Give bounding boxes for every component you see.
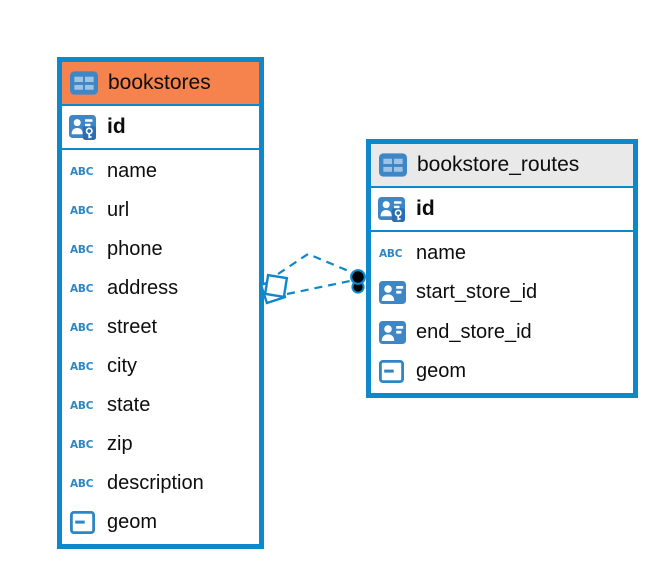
column-name: name [416, 242, 467, 265]
column-name: name [107, 160, 158, 182]
primary-key-icon [69, 114, 97, 140]
relationship-line-0[interactable] [277, 252, 352, 275]
column-row-address[interactable]: ABC address [62, 269, 259, 308]
column-name: zip [107, 433, 133, 455]
geometry-type-icon [70, 511, 98, 534]
column-name: geom [107, 511, 158, 533]
key-column-row-id[interactable]: id [371, 188, 633, 232]
column-row-geom[interactable]: geom [371, 352, 633, 391]
column-row-geom[interactable]: geom [62, 503, 259, 542]
table-icon [379, 153, 407, 177]
table-icon [70, 71, 98, 95]
text-type-icon: ABC [70, 321, 94, 334]
column-name: address [107, 277, 179, 299]
column-row-url[interactable]: ABC url [62, 191, 259, 230]
column-row-start_store_id[interactable]: start_store_id [371, 273, 633, 312]
text-type-icon: ABC [70, 282, 94, 295]
column-row-phone[interactable]: ABC phone [62, 230, 259, 269]
text-type-icon: ABC [70, 360, 94, 373]
relationship-line-1[interactable] [286, 279, 351, 296]
table-title: bookstore_routes [417, 153, 580, 176]
table-title: bookstores [108, 71, 211, 94]
primary-key-icon [378, 196, 406, 222]
column-name: end_store_id [416, 320, 532, 343]
column-row-zip[interactable]: ABC zip [62, 425, 259, 464]
text-type-icon: ABC [70, 204, 94, 217]
table-header-bookstores[interactable]: bookstores [62, 62, 259, 106]
relationship-circle-marker [350, 269, 366, 285]
column-row-city[interactable]: ABC city [62, 347, 259, 386]
column-row-street[interactable]: ABC street [62, 308, 259, 347]
text-type-icon: ABC [70, 399, 94, 412]
text-type-icon: ABC [70, 438, 94, 451]
column-name: street [107, 316, 158, 338]
foreign-key-icon [379, 320, 407, 344]
column-row-state[interactable]: ABC state [62, 386, 259, 425]
column-name: city [107, 355, 137, 377]
column-name: description [107, 472, 204, 494]
column-row-end_store_id[interactable]: end_store_id [371, 313, 633, 352]
column-name: url [107, 199, 130, 221]
column-name: id [416, 197, 435, 220]
table-header-bookstore_routes[interactable]: bookstore_routes [371, 144, 633, 188]
geometry-type-icon [379, 359, 407, 383]
text-type-icon: ABC [70, 243, 94, 256]
foreign-key-icon [379, 281, 407, 305]
column-name: state [107, 394, 151, 416]
text-type-icon: ABC [70, 165, 94, 178]
text-type-icon: ABC [70, 477, 94, 490]
relationship-diamond-marker [263, 273, 289, 299]
text-type-icon: ABC [379, 247, 403, 260]
column-row-description[interactable]: ABC description [62, 464, 259, 503]
relationship-diamond-marker [259, 277, 287, 305]
column-name: start_store_id [416, 281, 538, 304]
column-row-name[interactable]: ABC name [62, 152, 259, 191]
key-column-row-id[interactable]: id [62, 106, 259, 150]
column-row-name[interactable]: ABC name [371, 234, 633, 273]
column-name: id [107, 115, 126, 138]
relationship-circle-marker [351, 280, 365, 294]
column-name: phone [107, 238, 163, 260]
column-name: geom [416, 359, 467, 382]
